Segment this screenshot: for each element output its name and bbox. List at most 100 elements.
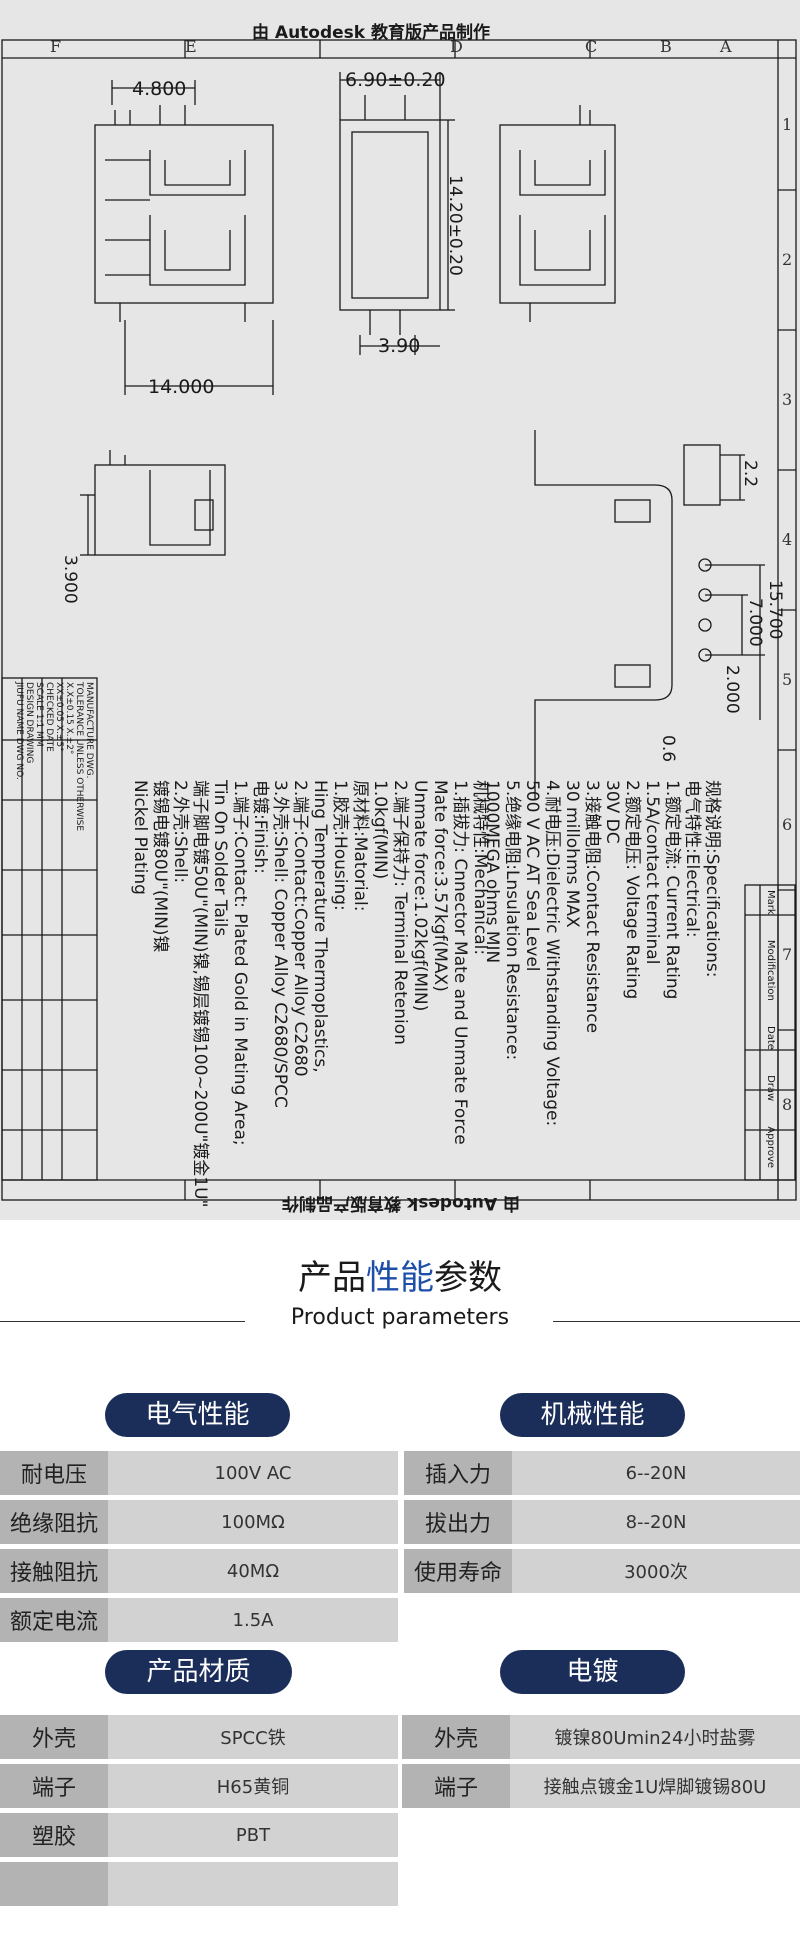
technical-drawing: F E D C B A 1 2 3 4 5 6 7 8 4.800 6.90±0…: [0, 0, 800, 1220]
params-subtitle: Product parameters: [290, 1305, 510, 1330]
param-value: 3000次: [512, 1549, 800, 1593]
zone-top-E: E: [185, 37, 197, 56]
param-value: 6--20N: [512, 1451, 800, 1495]
dim-14000: 14.000: [148, 376, 214, 398]
frame-outer: [1, 39, 797, 1201]
zone-top-C: C: [585, 37, 597, 56]
param-key: 使用寿命: [404, 1549, 512, 1593]
params-title-accent: 性能: [366, 1258, 434, 1298]
param-key: [0, 1862, 108, 1906]
param-value: 镀镍80Umin24小时盐雾: [510, 1715, 800, 1759]
electrical-title: 电气性能: [105, 1393, 290, 1437]
rev-modification: Modification: [765, 939, 776, 1001]
param-key: 插入力: [404, 1451, 512, 1495]
view-front-right: [499, 124, 616, 304]
param-value: H65黄铜: [108, 1764, 398, 1808]
dim-1420: 14.20±0.20: [445, 175, 465, 276]
title-block-line: JIUFU NAME DWG NO.: [14, 682, 24, 780]
param-key: 塑胶: [0, 1813, 108, 1857]
param-value: 8--20N: [512, 1500, 800, 1544]
params-title-pre: 产品: [298, 1258, 366, 1298]
title-rule-left: [0, 1321, 245, 1322]
zone-top-A: A: [719, 37, 732, 56]
param-value: [108, 1862, 398, 1906]
zone-side-6: 6: [782, 815, 792, 834]
table-row: [0, 1862, 398, 1906]
dim-690: 6.90±0.20: [345, 69, 446, 91]
table-row: 外壳镀镍80Umin24小时盐雾: [402, 1715, 800, 1759]
view-side: [339, 119, 441, 311]
param-key: 外壳: [402, 1715, 510, 1759]
table-row: 端子接触点镀金1U焊脚镀锡80U: [402, 1764, 800, 1808]
title-block-line: SCALE 1:1 MM: [34, 682, 44, 747]
mechanical-title: 机械性能: [500, 1393, 685, 1437]
revision-block: [744, 884, 796, 1181]
dim-3900: 3.900: [60, 555, 80, 604]
dim-390: 3.90: [378, 335, 420, 357]
zone-side-1: 1: [782, 115, 792, 134]
view-front-left: [94, 124, 274, 304]
zone-side-2: 2: [782, 250, 792, 269]
title-block-line: MANUFACTURE DWG.: [84, 682, 94, 779]
param-key: 耐电压: [0, 1451, 108, 1495]
params-title: 产品性能参数: [0, 1250, 800, 1299]
zone-top-B: B: [660, 37, 672, 56]
param-key: 接触阻抗: [0, 1549, 108, 1593]
dim-2000: 2.000: [722, 665, 742, 714]
param-value: 接触点镀金1U焊脚镀锡80U: [510, 1764, 800, 1808]
param-value: PBT: [108, 1813, 398, 1857]
title-block: [1, 677, 98, 1181]
rev-draw: Draw: [765, 1075, 776, 1102]
param-value: 1.5A: [108, 1598, 398, 1642]
title-rule-right: [553, 1321, 800, 1322]
title-block-line: DESIGN DRAWING: [24, 682, 34, 764]
pcb-outline: [534, 430, 673, 800]
banner-bottom: 由 Autodesk 教育版产品制作: [281, 1193, 520, 1213]
zone-side-3: 3: [782, 390, 792, 409]
revision-block-text: Mark Modification Date Draw Approve: [764, 890, 776, 1180]
rev-date: Date: [765, 1026, 776, 1050]
rev-mark: Mark: [765, 890, 776, 915]
zone-top-F: F: [50, 37, 61, 56]
title-block-line: CHECKED DATE: [44, 682, 54, 752]
plating-table: 外壳镀镍80Umin24小时盐雾 端子接触点镀金1U焊脚镀锡80U: [402, 1710, 800, 1813]
param-key: 拔出力: [404, 1500, 512, 1544]
dim-7000: 7.000: [745, 598, 765, 647]
param-key: 端子: [0, 1764, 108, 1808]
param-value: 40MΩ: [108, 1549, 398, 1593]
param-key: 额定电流: [0, 1598, 108, 1642]
dim-4800: 4.800: [132, 78, 186, 100]
material-title: 产品材质: [105, 1650, 292, 1694]
banner-top: 由 Autodesk 教育版产品制作: [252, 23, 491, 43]
param-value: 100MΩ: [108, 1500, 398, 1544]
rev-approve: Approve: [765, 1126, 776, 1169]
title-block-text: MANUFACTURE DWG. TOLERANCE UNLESS OTHERW…: [14, 682, 94, 1162]
param-key: 外壳: [0, 1715, 108, 1759]
zone-side-8: 8: [782, 1095, 792, 1114]
zone-top-D: D: [450, 37, 463, 56]
params-title-post: 参数: [434, 1258, 502, 1298]
param-key: 绝缘阻抗: [0, 1500, 108, 1544]
zone-side-4: 4: [782, 530, 792, 549]
zone-side-7: 7: [782, 945, 792, 964]
drawing-lines: F E D C B A 1 2 3 4 5 6 7 8 4.800 6.90±0…: [1, 37, 797, 1201]
param-value: 100V AC: [108, 1451, 398, 1495]
zone-side-5: 5: [782, 670, 792, 689]
title-block-line: TOLERANCE UNLESS OTHERWISE: [74, 682, 84, 832]
dim-15700: 15.700: [765, 580, 785, 640]
dim-22: 2.2: [740, 460, 760, 488]
view-bottom: [94, 464, 226, 556]
dim-06: 0.6: [658, 735, 678, 763]
title-block-line: XX±0.05 X.±5°: [54, 682, 64, 752]
